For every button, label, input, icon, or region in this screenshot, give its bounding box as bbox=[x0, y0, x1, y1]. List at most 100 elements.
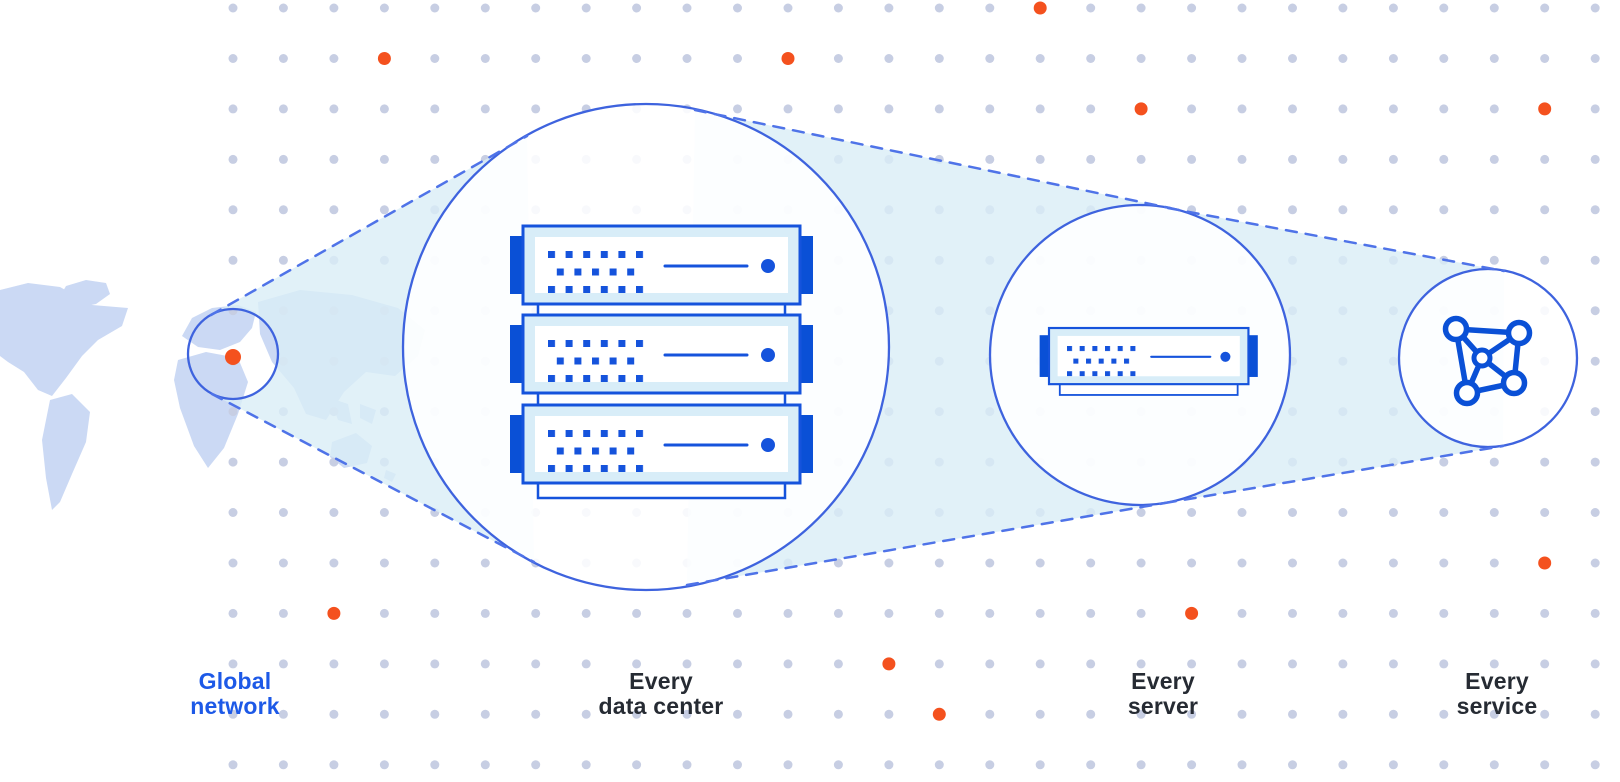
server-rack-icon bbox=[508, 224, 815, 500]
accent-dot bbox=[377, 52, 391, 65]
dashed-guides bbox=[209, 108, 1506, 587]
grid-dot bbox=[1388, 760, 1398, 770]
grid-dot bbox=[1187, 558, 1197, 568]
grid-dot bbox=[1237, 709, 1247, 719]
grid-dot bbox=[833, 760, 843, 770]
grid-dot bbox=[278, 154, 288, 164]
grid-dot bbox=[632, 608, 642, 618]
grid-dot bbox=[329, 709, 339, 719]
grid-dot bbox=[1136, 54, 1146, 63]
grid-dot bbox=[1489, 558, 1499, 568]
grid-dot bbox=[884, 54, 894, 63]
grid-dot bbox=[480, 709, 490, 719]
grid-dot bbox=[783, 3, 793, 13]
grid-dot bbox=[934, 608, 944, 618]
grid-dot bbox=[884, 3, 894, 13]
grid-dot bbox=[329, 104, 339, 114]
server-unit bbox=[508, 313, 815, 410]
grid-dot bbox=[278, 608, 288, 618]
grid-dot bbox=[1590, 558, 1600, 568]
grid-dot bbox=[1590, 104, 1600, 114]
grid-dot bbox=[1136, 558, 1146, 568]
grid-dot bbox=[329, 154, 339, 164]
grid-dot bbox=[228, 104, 238, 114]
grid-dot bbox=[480, 760, 490, 770]
grid-dot bbox=[833, 659, 843, 669]
grid-dot bbox=[1439, 558, 1449, 568]
grid-dot bbox=[329, 3, 339, 13]
grid-dot bbox=[884, 104, 894, 114]
grid-dot bbox=[1035, 709, 1045, 719]
grid-dot bbox=[531, 709, 541, 719]
grid-dot bbox=[329, 659, 339, 669]
grid-dot bbox=[1288, 54, 1297, 63]
grid-dot bbox=[581, 709, 591, 719]
grid-dot bbox=[985, 558, 995, 568]
grid-dot bbox=[1086, 608, 1096, 618]
grid-dot bbox=[682, 709, 692, 719]
grid-dot bbox=[985, 608, 995, 618]
grid-dot bbox=[430, 54, 440, 63]
grid-dot bbox=[985, 709, 995, 719]
grid-dot bbox=[1489, 608, 1499, 618]
grid-dot bbox=[480, 558, 490, 568]
accent-dot bbox=[932, 707, 946, 721]
location-dot-icon bbox=[225, 349, 241, 365]
grid-dot bbox=[228, 457, 238, 467]
grid-dot bbox=[531, 760, 541, 770]
server-unit bbox=[508, 224, 815, 321]
grid-dot bbox=[1338, 760, 1348, 770]
grid-dot bbox=[1590, 508, 1600, 517]
grid-dot bbox=[1439, 104, 1449, 114]
grid-dot bbox=[1590, 760, 1600, 770]
grid-dot bbox=[1086, 558, 1096, 568]
grid-dot bbox=[632, 3, 642, 13]
grid-dot bbox=[884, 709, 894, 719]
grid-dot bbox=[480, 3, 490, 13]
grid-dot bbox=[379, 558, 389, 568]
grid-dot bbox=[733, 54, 742, 63]
grid-dot bbox=[1187, 104, 1197, 114]
grid-dot bbox=[329, 558, 339, 568]
grid-dot bbox=[329, 508, 339, 517]
grid-dot bbox=[1540, 205, 1550, 215]
grid-dot bbox=[1590, 154, 1600, 164]
grid-dot bbox=[1540, 709, 1550, 719]
every-data-center-label: Every data center bbox=[598, 668, 724, 719]
grid-dot bbox=[1136, 709, 1146, 719]
grid-dot bbox=[1086, 3, 1096, 13]
grid-dot bbox=[934, 3, 944, 13]
grid-dot bbox=[531, 3, 541, 13]
grid-dot bbox=[1489, 760, 1499, 770]
grid-dot bbox=[934, 104, 944, 114]
grid-dot bbox=[379, 760, 389, 770]
server-unit bbox=[1038, 326, 1259, 397]
grid-dot bbox=[1035, 659, 1045, 669]
grid-dot bbox=[278, 709, 288, 719]
grid-dot bbox=[278, 54, 288, 63]
grid-dot bbox=[1237, 558, 1247, 568]
grid-dot bbox=[1288, 104, 1297, 114]
grid-dot bbox=[1338, 154, 1348, 164]
accent-dot bbox=[1538, 102, 1552, 116]
grid-dot bbox=[1136, 760, 1146, 770]
grid-dot bbox=[1035, 558, 1045, 568]
grid-dot bbox=[581, 54, 591, 63]
grid-dot bbox=[783, 608, 793, 618]
grid-dot bbox=[833, 3, 843, 13]
grid-dot bbox=[1288, 760, 1297, 770]
grid-dot bbox=[1489, 205, 1499, 215]
accent-dot bbox=[882, 657, 896, 671]
grid-dot bbox=[278, 457, 288, 467]
grid-dot bbox=[1439, 457, 1449, 467]
grid-dot bbox=[733, 3, 742, 13]
grid-dot bbox=[1288, 608, 1297, 618]
grid-dot bbox=[783, 709, 793, 719]
grid-dot bbox=[278, 659, 288, 669]
grid-dot bbox=[1288, 709, 1297, 719]
grid-dot bbox=[1338, 3, 1348, 13]
grid-dot bbox=[1237, 3, 1247, 13]
grid-dot bbox=[985, 154, 995, 164]
grid-dot bbox=[430, 104, 440, 114]
grid-dot bbox=[1388, 659, 1398, 669]
